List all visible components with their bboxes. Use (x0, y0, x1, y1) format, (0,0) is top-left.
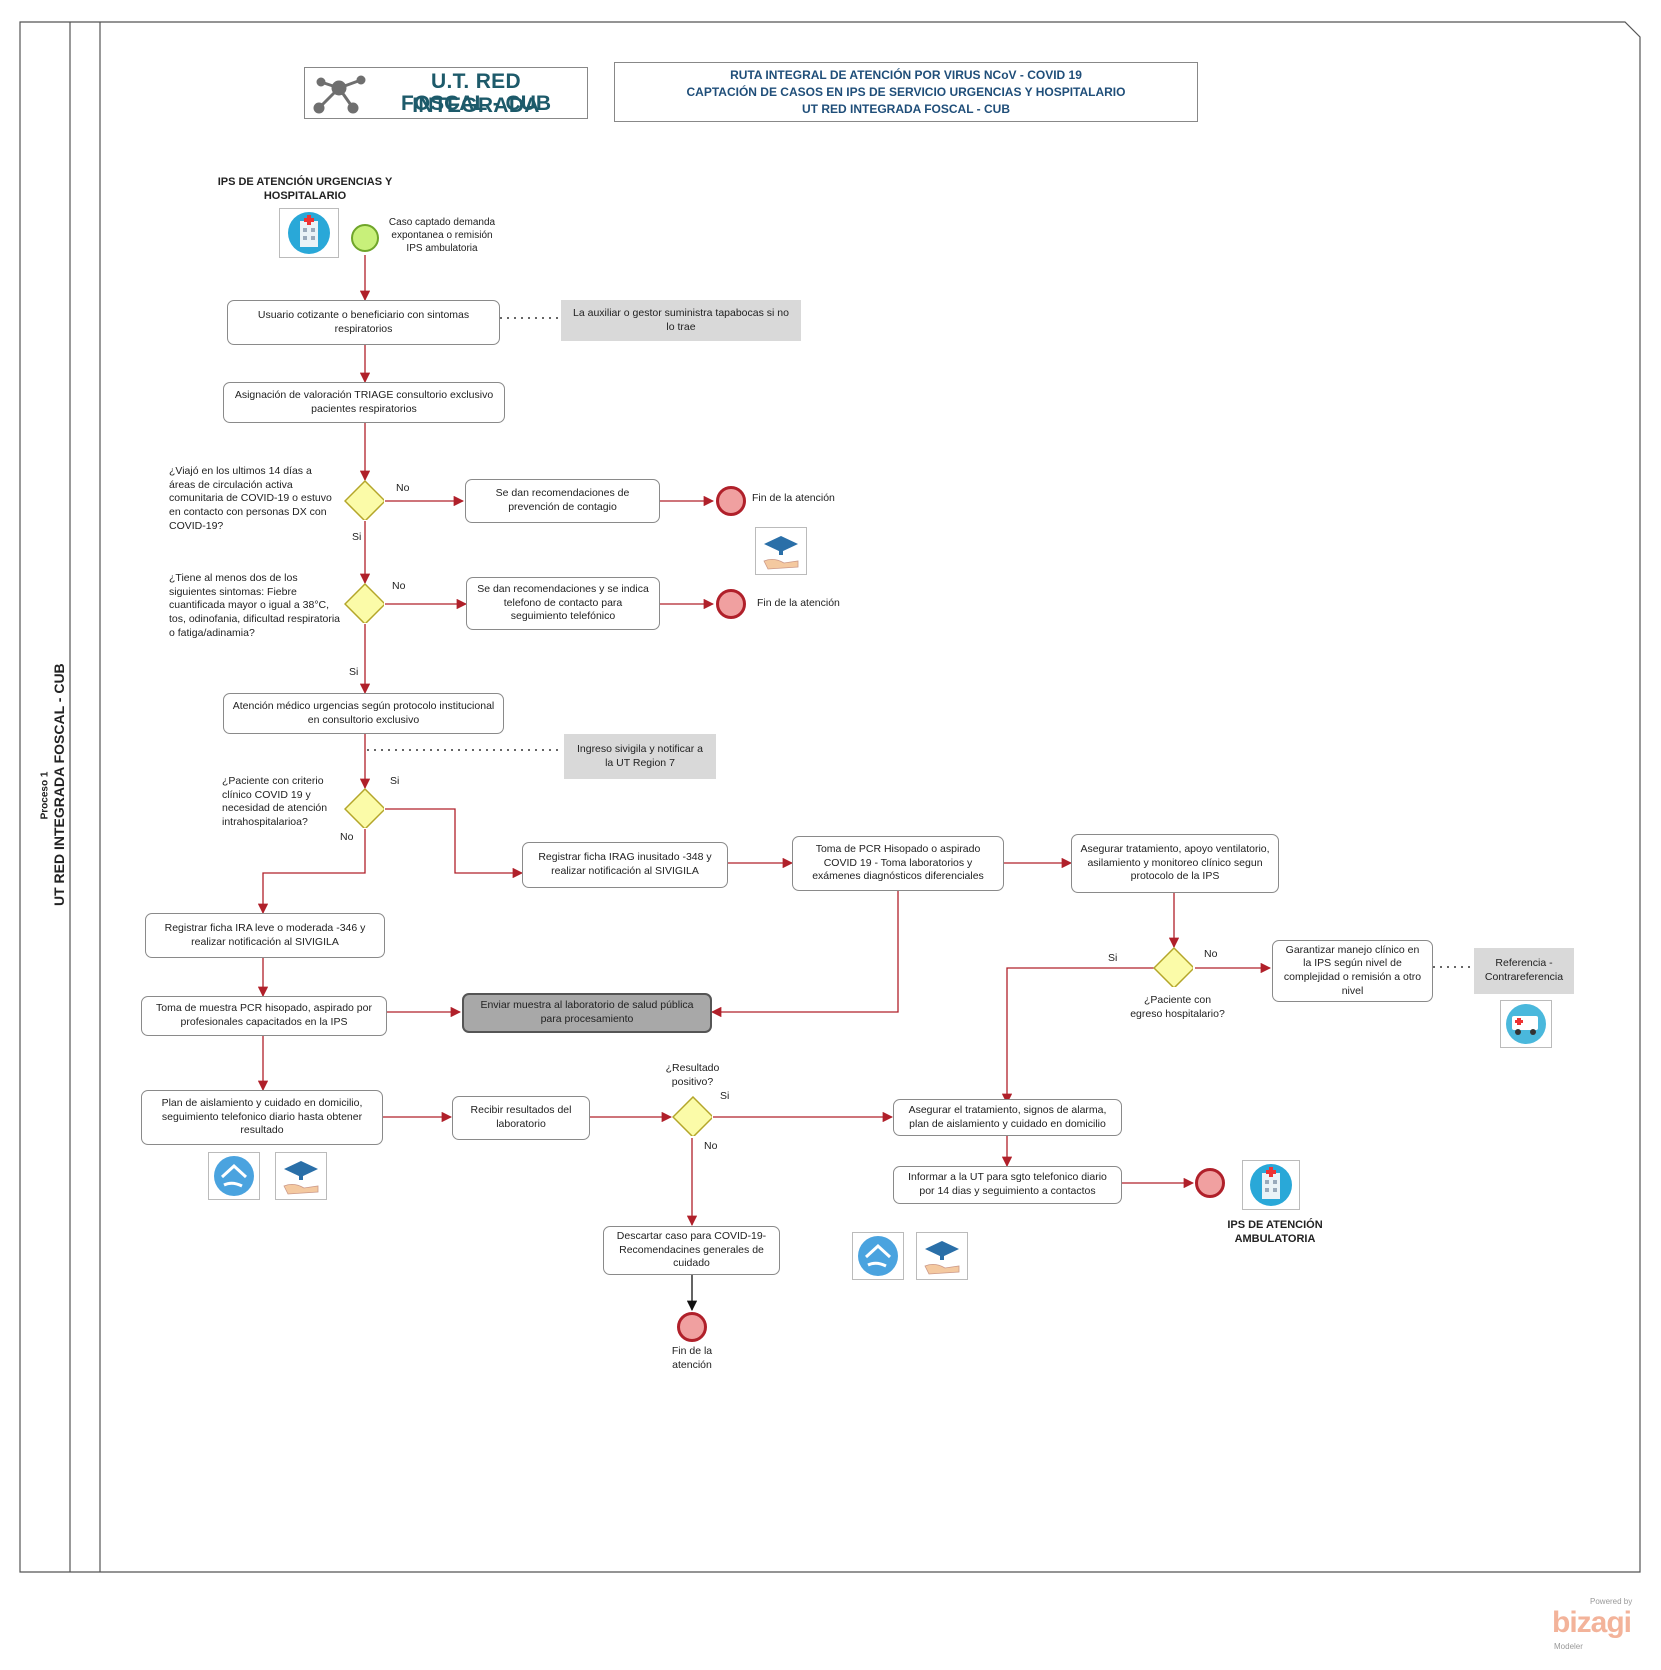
diagram-title: RUTA INTEGRAL DE ATENCIÓN POR VIRUS NCoV… (614, 62, 1198, 122)
flow-label: No (704, 1140, 718, 1152)
flow-label: Si (1108, 952, 1118, 964)
title-line2: CAPTACIÓN DE CASOS EN IPS DE SERVICIO UR… (686, 85, 1126, 99)
education-hand-icon (916, 1232, 968, 1280)
modeler-label: Modeler (1554, 1642, 1583, 1651)
end-event[interactable] (716, 589, 746, 619)
education-hand-icon (275, 1152, 327, 1200)
note-sivigila-ut: Ingreso sivigila y notificar a la UT Reg… (564, 734, 716, 779)
hospital-icon (279, 208, 339, 258)
ips-ambulatoria-label: IPS DE ATENCIÓN AMBULATORIA (1227, 1219, 1323, 1246)
home-care-icon (208, 1152, 260, 1200)
pool-frame (19, 21, 1641, 1573)
ambulance-icon (1500, 1000, 1552, 1048)
task-ficha-ira[interactable]: Registrar ficha IRA leve o moderada -346… (145, 913, 385, 958)
start-caption: Caso captado demanda expontanea o remisi… (388, 217, 496, 254)
gateway-egreso[interactable] (1153, 947, 1193, 987)
task-recomendaciones-prevencion[interactable]: Se dan recomendaciones de prevención de … (465, 479, 660, 523)
end-event-label: Fin de la atención (752, 492, 835, 504)
task-informar-ut[interactable]: Informar a la UT para sgto telefonico di… (893, 1166, 1122, 1204)
flow-label: No (392, 580, 406, 592)
gateway-sintomas-label: ¿Tiene al menos dos de los siguientes si… (169, 572, 341, 639)
gateway-sintomas[interactable] (344, 583, 384, 623)
gateway-egreso-label: ¿Paciente con egreso hospitalario? (1130, 994, 1225, 1020)
logo-line2: FOSCAL - CUB (400, 92, 552, 115)
title-line3: UT RED INTEGRADA FOSCAL - CUB (802, 102, 1010, 116)
end-event-label: Fin de la atención (757, 597, 840, 609)
lane-label: UT RED INTEGRADA FOSCAL - CUB (51, 663, 67, 906)
gateway-criterio-label: ¿Paciente con criterio clínico COVID 19 … (222, 775, 328, 828)
logo: U.T. RED INTEGRADA FOSCAL - CUB (304, 67, 588, 119)
task-recomendaciones-telefono[interactable]: Se dan recomendaciones y se indica telef… (466, 577, 660, 630)
flow-label: Si (352, 531, 362, 543)
gateway-criterio-clinico[interactable] (344, 788, 384, 828)
powered-by-label: Powered by (1590, 1597, 1633, 1606)
gateway-viajo[interactable] (344, 480, 384, 520)
flow-label: Si (390, 775, 400, 787)
gateway-resultado-label: ¿Resultado positivo? (665, 1062, 720, 1088)
task-recibir-resultados[interactable]: Recibir resultados del laboratorio (452, 1096, 590, 1140)
flow-label: No (396, 482, 410, 494)
flow-label: No (1204, 948, 1218, 960)
gateway-resultado[interactable] (672, 1096, 712, 1136)
task-toma-muestra-pcr[interactable]: Toma de muestra PCR hisopado, aspirado p… (141, 996, 387, 1036)
note-tapabocas: La auxiliar o gestor suministra tapaboca… (561, 300, 801, 341)
task-enviar-muestra[interactable]: Enviar muestra al laboratorio de salud p… (462, 993, 712, 1033)
end-event[interactable] (677, 1312, 707, 1342)
flow-label: Si (720, 1090, 730, 1102)
home-care-icon (852, 1232, 904, 1280)
flow-label: No (340, 831, 354, 843)
note-referencia: Referencia - Contrareferencia (1474, 948, 1574, 994)
hospital-icon (1242, 1160, 1300, 1210)
end-event[interactable] (716, 486, 746, 516)
title-line1: RUTA INTEGRAL DE ATENCIÓN POR VIRUS NCoV… (730, 68, 1082, 82)
end-event[interactable] (1195, 1168, 1225, 1198)
bizagi-logo: bizagi (1552, 1606, 1632, 1639)
task-garantizar-manejo[interactable]: Garantizar manejo clínico en la IPS segú… (1272, 940, 1433, 1002)
task-plan-aislamiento[interactable]: Plan de aislamiento y cuidado en domicil… (141, 1090, 383, 1145)
task-asegurar-tratamiento-domicilio[interactable]: Asegurar el tratamiento, signos de alarm… (893, 1099, 1122, 1136)
logo-line1: U.T. RED INTEGRADA (412, 70, 540, 117)
ips-urgencias-label: IPS DE ATENCIÓN URGENCIAS Y HOSPITALARIO (217, 176, 393, 203)
pool-label: Proceso 1 (39, 771, 51, 820)
network-logo-icon (313, 75, 366, 114)
gateway-viajo-label: ¿Viajó en los ultimos 14 días a áreas de… (169, 465, 332, 532)
start-event[interactable] (351, 224, 379, 252)
task-usuario-sintomas[interactable]: Usuario cotizante o beneficiario con sin… (227, 300, 500, 345)
task-triage[interactable]: Asignación de valoración TRIAGE consulto… (223, 382, 505, 423)
education-hand-icon (755, 527, 807, 575)
task-atencion-urgencias[interactable]: Atención médico urgencias según protocol… (223, 693, 504, 734)
end-event-label: Fin de la atención (671, 1345, 713, 1371)
task-ficha-irag[interactable]: Registrar ficha IRAG inusitado -348 y re… (522, 842, 728, 888)
task-toma-pcr-laboratorios[interactable]: Toma de PCR Hisopado o aspirado COVID 19… (792, 836, 1004, 891)
task-descartar-caso[interactable]: Descartar caso para COVID-19- Recomendac… (603, 1226, 780, 1275)
task-asegurar-tratamiento-ventilatorio[interactable]: Asegurar tratamiento, apoyo ventilatorio… (1071, 834, 1279, 893)
flow-label: Si (349, 666, 359, 678)
